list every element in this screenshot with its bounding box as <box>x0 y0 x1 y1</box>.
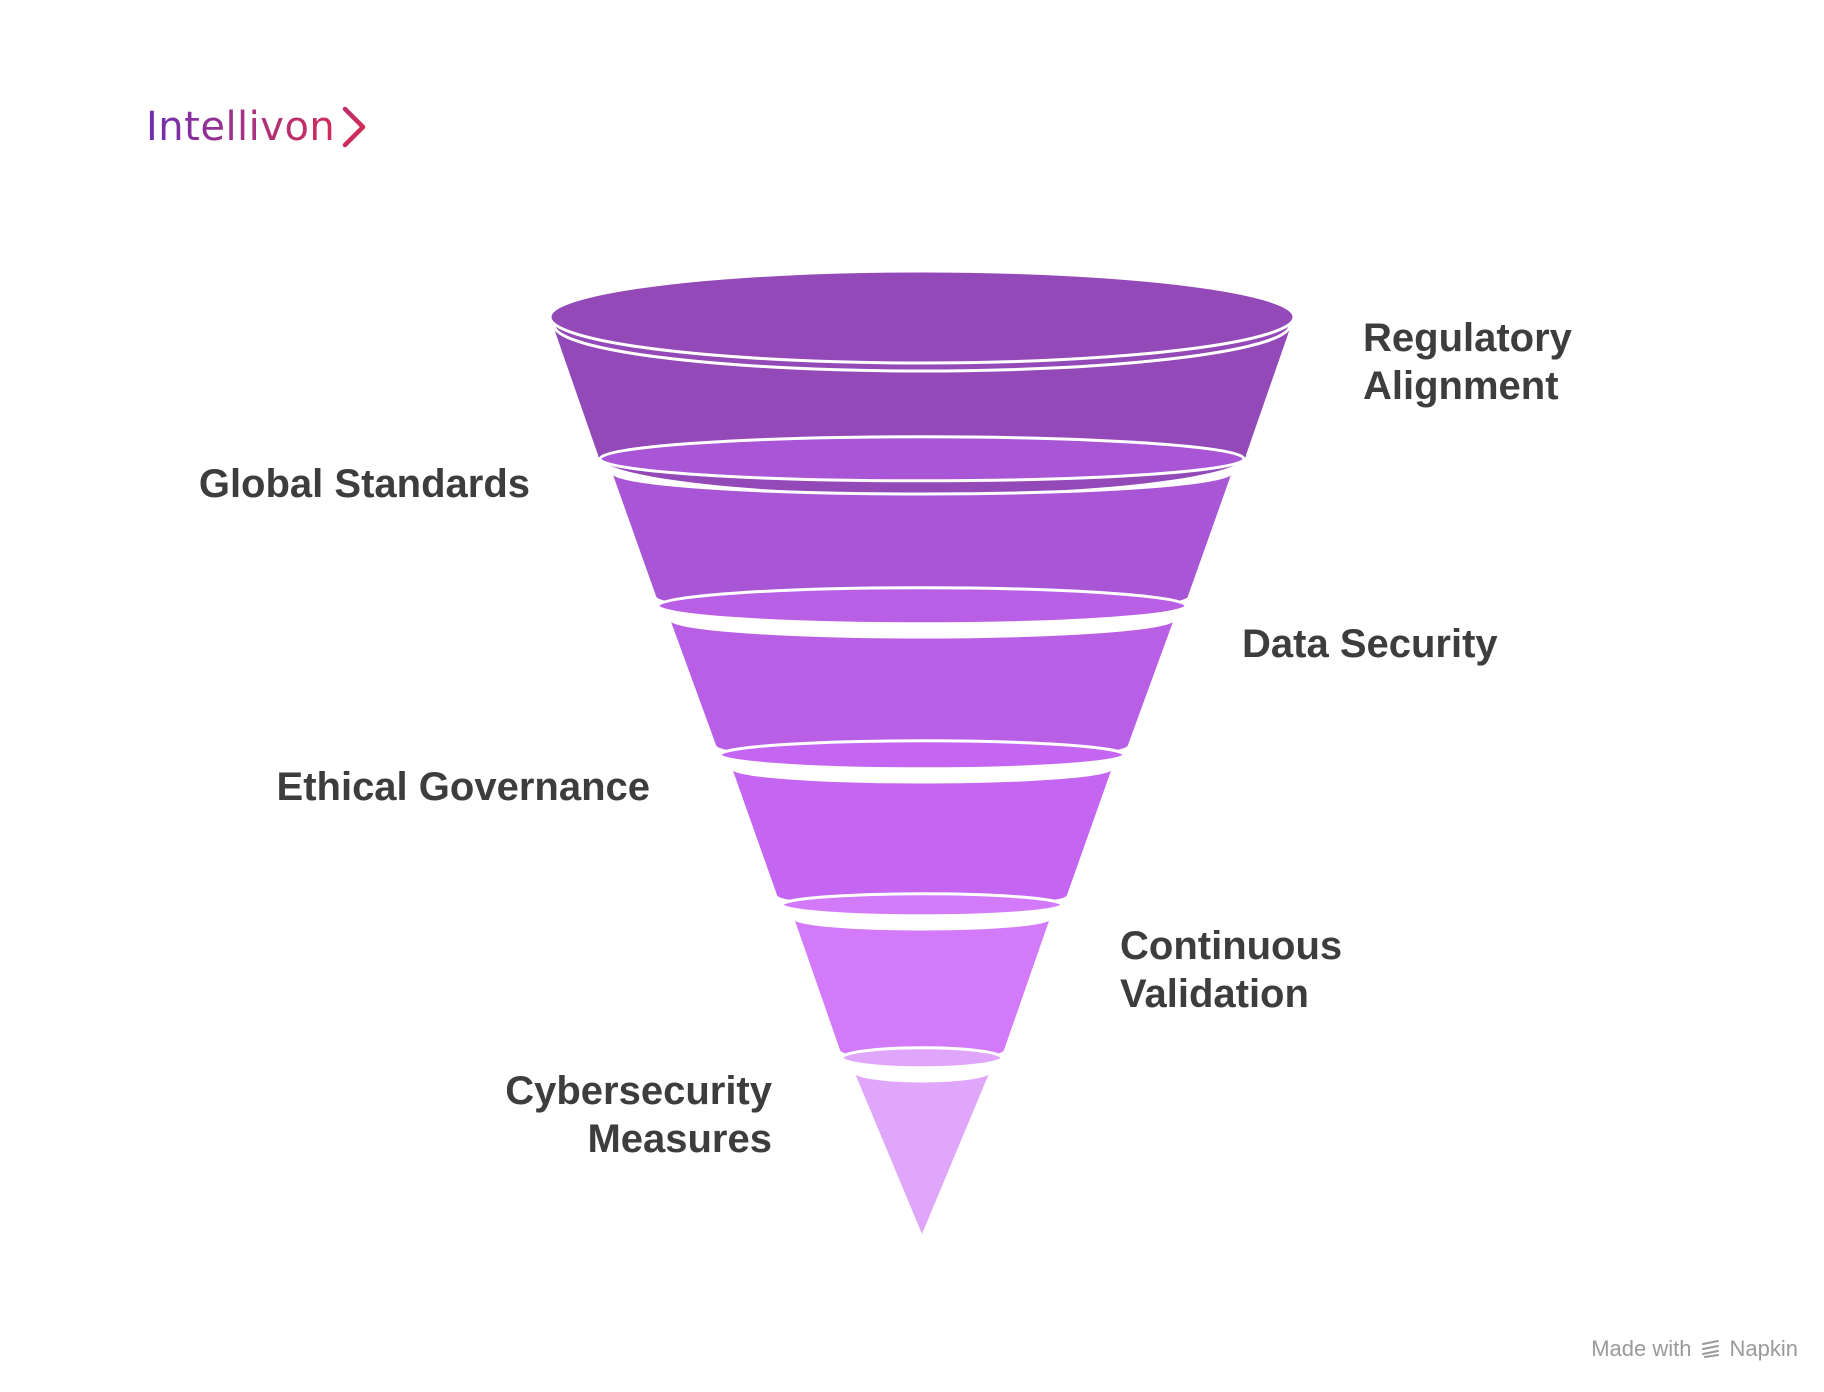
napkin-text: Napkin <box>1729 1336 1798 1361</box>
funnel-stage-body <box>794 918 1050 1060</box>
funnel-stage-rim <box>840 1046 1004 1070</box>
stage-label-global-standards: Global Standards <box>198 462 530 506</box>
footer-credit: Made with Napkin <box>1591 1336 1798 1362</box>
funnel-stage-body <box>612 472 1232 615</box>
made-with-text: Made with <box>1591 1336 1692 1361</box>
funnel-stage-separator <box>792 917 1052 931</box>
stage-label-cybersecurity-measures: Cybersecurity Measures <box>505 1069 772 1161</box>
funnel-stage-cybersecurity-measures <box>840 1046 1004 1234</box>
funnel-stage-data-security <box>656 586 1188 761</box>
brand-name: Intellivon <box>146 104 336 150</box>
funnel-stage-separator <box>610 471 1234 496</box>
stage-label-ethical-governance: Ethical Governance <box>276 765 650 809</box>
napkin-logo-icon <box>1701 1340 1719 1358</box>
funnel-stage-rim <box>718 739 1126 771</box>
funnel-stage-separator <box>552 324 1292 373</box>
funnel-stage-body <box>732 768 1112 907</box>
funnel-stage-separator <box>852 1070 992 1083</box>
funnel-stage-body <box>670 619 1174 761</box>
stage-label-continuous-validation: Continuous Validation <box>1120 924 1343 1016</box>
funnel-stage-separator <box>668 618 1176 639</box>
funnel-stage-separator <box>730 767 1114 784</box>
funnel-stage-global-standards <box>598 435 1246 615</box>
stage-label-regulatory-alignment: Regulatory Alignment <box>1363 316 1572 408</box>
brand-logo: Intellivon <box>146 104 367 150</box>
funnel-stage-ethical-governance <box>718 739 1126 907</box>
funnel-stage-body <box>854 1071 990 1234</box>
stage-label-data-security: Data Security <box>1242 622 1498 666</box>
funnel-stage-rim <box>598 435 1246 483</box>
funnel-stage-rim <box>780 892 1064 918</box>
funnel-stage-continuous-validation <box>780 892 1064 1060</box>
chevron-right-icon <box>343 106 366 148</box>
funnel-stage-rim <box>656 586 1188 626</box>
funnel-stage-rim <box>548 269 1296 365</box>
